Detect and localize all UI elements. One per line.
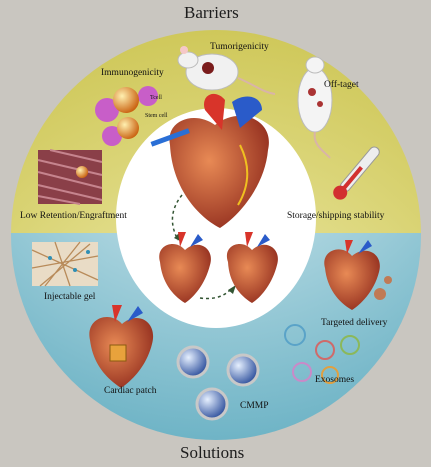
targeted-delivery-image	[324, 240, 392, 310]
solutions-title: Solutions	[180, 443, 245, 462]
immunogenicity-label: Immunogenicity	[101, 68, 164, 78]
tcell-label: Tcell	[150, 95, 162, 101]
injectable-gel-label: Injectable gel	[44, 292, 96, 302]
cmmp-image	[176, 345, 260, 421]
immune-cells-image	[95, 86, 158, 146]
targeted-delivery-label: Targeted delivery	[321, 318, 388, 328]
cardiac-patch-label: Cardiac patch	[104, 386, 157, 396]
storage-stability-label: Storage/shipping stability	[287, 211, 385, 221]
main-heart-image	[150, 93, 269, 228]
solution-ring	[11, 233, 421, 440]
cardiac-patch-image	[89, 305, 154, 388]
tumorigenicity-label: Tumorigenicity	[210, 42, 269, 52]
stem-cell-label: Stem cell	[145, 113, 168, 119]
barriers-title: Barriers	[184, 3, 239, 22]
low-retention-label: Low Retention/Engraftment	[20, 211, 127, 221]
rat-image	[177, 46, 276, 95]
muscle-fiber-image	[37, 149, 103, 205]
off-target-label: Off-taget	[324, 80, 359, 90]
exosomes-label: Exosomes	[315, 375, 355, 385]
thermometer-image	[333, 146, 380, 200]
small-heart-left	[159, 232, 211, 303]
off-target-rat-image	[297, 56, 333, 159]
exosomes-image	[284, 324, 360, 384]
injectable-gel-image	[31, 241, 99, 287]
small-heart-right	[226, 232, 278, 303]
cmmp-label: CMMP	[240, 401, 269, 411]
